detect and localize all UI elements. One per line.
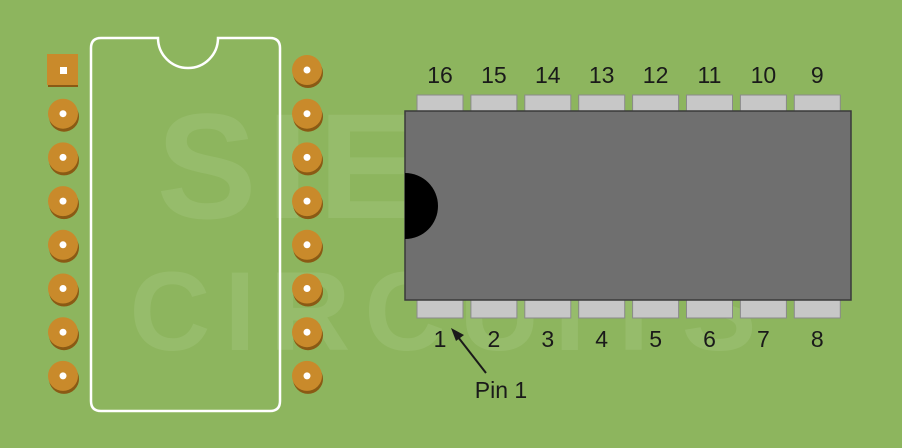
footprint-pad <box>292 142 323 176</box>
ic-pin-bottom <box>793 297 841 319</box>
footprint-pad <box>48 186 79 220</box>
ic-pins-bottom <box>416 297 841 319</box>
footprint-pad <box>48 229 79 263</box>
pin-number-label: 12 <box>643 62 669 88</box>
pin-number-label: 1 <box>434 326 447 352</box>
footprint-pad <box>48 273 79 307</box>
ic-pin-bottom <box>416 297 464 319</box>
footprint-pad <box>292 186 323 220</box>
pin-number-label: 2 <box>488 326 501 352</box>
footprint-pad <box>292 317 323 351</box>
pin-labels-top: 16 15 14 13 12 11 10 9 <box>427 62 823 88</box>
ic-pin-bottom <box>632 297 680 319</box>
pin-number-label: 7 <box>757 326 770 352</box>
ic-pin-bottom <box>470 297 518 319</box>
pin-labels-bottom: 1 2 3 4 5 6 7 8 <box>434 326 824 352</box>
footprint-pad <box>47 54 78 87</box>
footprint-pad <box>292 55 323 88</box>
pin-number-label: 5 <box>649 326 662 352</box>
ic-pin-bottom <box>578 297 626 319</box>
footprint-outline <box>89 36 282 413</box>
pin-number-label: 14 <box>535 62 561 88</box>
ic-pin-bottom <box>524 297 572 319</box>
footprint-pad <box>48 360 79 394</box>
footprint-pad <box>48 317 79 351</box>
footprint-pad <box>292 360 323 394</box>
ic-notch <box>405 173 438 239</box>
ic-body <box>404 110 852 301</box>
footprint <box>47 36 323 413</box>
pin-number-label: 16 <box>427 62 453 88</box>
pin1-callout: Pin 1 <box>451 328 527 403</box>
pin-number-label: 11 <box>698 62 722 88</box>
ic-pin-bottom <box>686 297 733 319</box>
pin-number-label: 10 <box>751 62 777 88</box>
pin-number-label: 8 <box>811 326 824 352</box>
footprint-pad <box>292 98 323 132</box>
footprint-pad <box>48 142 79 176</box>
footprint-pad <box>292 229 323 263</box>
footprint-pads-right <box>292 55 323 394</box>
pin-number-label: 6 <box>703 326 716 352</box>
pin-number-label: 3 <box>541 326 554 352</box>
callout-arrow-line <box>457 336 487 374</box>
pin-number-label: 4 <box>595 326 608 352</box>
footprint-pads-left <box>47 54 79 394</box>
pin-number-label: 9 <box>811 62 824 88</box>
pin-number-label: 13 <box>589 62 615 88</box>
footprint-pad <box>48 98 79 132</box>
callout-label: Pin 1 <box>475 377 527 403</box>
pin-number-label: 15 <box>481 62 507 88</box>
footprint-pad <box>292 273 323 307</box>
ic-pin-bottom <box>739 297 787 319</box>
callout-arrowhead <box>451 328 464 341</box>
